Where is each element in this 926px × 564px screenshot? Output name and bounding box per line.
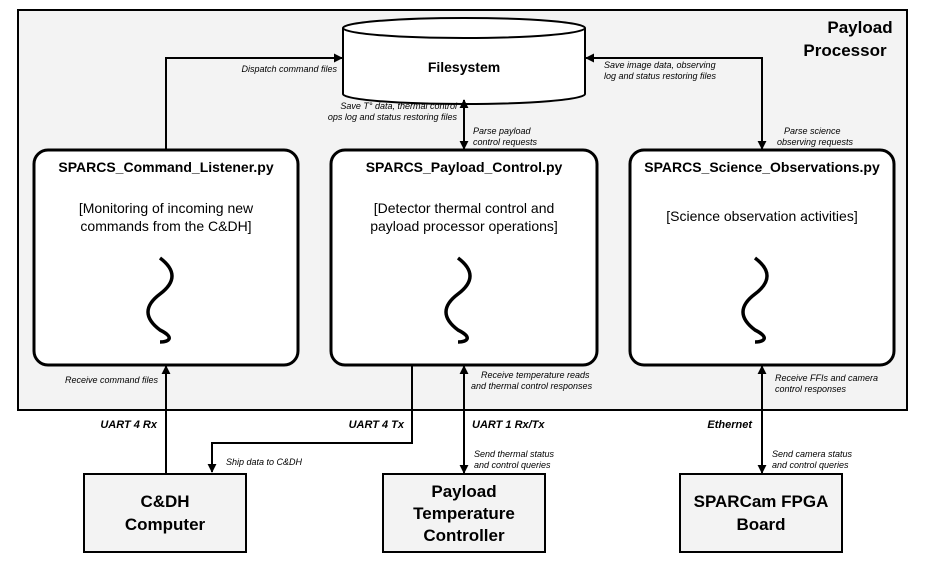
fpga-line1: SPARCam FPGA [694,492,829,511]
annotation-dispatch: Dispatch command files [241,64,337,74]
container-title-line2: Processor [803,41,887,60]
annotation-send-camera-line2: and control queries [772,460,849,470]
cdh-computer-box [83,473,247,553]
payload-control-desc-line2: payload processor operations] [370,218,558,234]
fpga-line2: Board [736,515,785,534]
command-listener-desc-line1: [Monitoring of incoming new [79,200,254,216]
dispatch-arrow [165,53,343,150]
command-listener-title: SPARCS_Command_Listener.py [58,159,273,175]
annotation-send-camera-line1: Send camera status [772,449,853,459]
temp-controller-line3: Controller [423,526,505,545]
annotation-receive-command: Receive command files [65,375,159,385]
payload-control-desc-line1: [Detector thermal control and [374,200,555,216]
annotation-parse-science-line2: observing requests [777,137,854,147]
annotation-save-image-line2: log and status restoring files [604,71,717,81]
annotation-save-image-line1: Save image data, observing [604,60,716,70]
thread-squiggle-icon [146,256,174,344]
annotation-send-thermal-line2: and control queries [474,460,551,470]
uart4-tx-arrow [207,365,413,473]
science-observations-desc-line1: [Science observation activities] [666,208,857,224]
cdh-line2: Computer [125,515,206,534]
temp-controller-line1: Payload [431,482,496,501]
annotation-parse-science-line1: Parse science [784,126,841,136]
annotation-receive-ffi-line2: control responses [775,384,847,394]
science-filesystem-arrow [585,53,767,150]
filesystem-cylinder: Filesystem [342,17,586,105]
link-ethernet: Ethernet [707,419,753,431]
filesystem-label: Filesystem [428,59,500,75]
thread-squiggle-icon [444,256,472,344]
annotation-send-thermal-line1: Send thermal status [474,449,555,459]
annotation-save-t-line1: Save T° data, thermal control [340,101,458,111]
link-uart4-rx: UART 4 Rx [100,419,158,431]
temperature-controller-box [382,473,546,553]
command-listener-desc-line2: commands from the C&DH] [80,218,251,234]
annotation-parse-payload-line1: Parse payload [473,126,532,136]
annotation-receive-temp-line1: Receive temperature reads [481,370,590,380]
science-observations-box [628,148,896,367]
link-uart4-tx: UART 4 Tx [349,419,405,431]
thread-squiggle-icon [741,256,769,344]
container-title-line1: Payload [827,18,892,37]
cdh-line1: C&DH [140,492,189,511]
temp-controller-line2: Temperature [413,504,515,523]
science-observations-title: SPARCS_Science_Observations.py [644,159,880,175]
payload-control-box [329,148,599,367]
payload-control-title: SPARCS_Payload_Control.py [366,159,563,175]
annotation-parse-payload-line2: control requests [473,137,538,147]
annotation-receive-temp-line2: and thermal control responses [471,381,593,391]
annotation-save-t-line2: ops log and status restoring files [328,112,458,122]
annotation-receive-ffi-line1: Receive FFIs and camera [775,373,878,383]
sparcam-fpga-box [679,473,843,553]
link-uart1: UART 1 Rx/Tx [472,419,545,431]
annotation-ship-data: Ship data to C&DH [226,457,303,467]
